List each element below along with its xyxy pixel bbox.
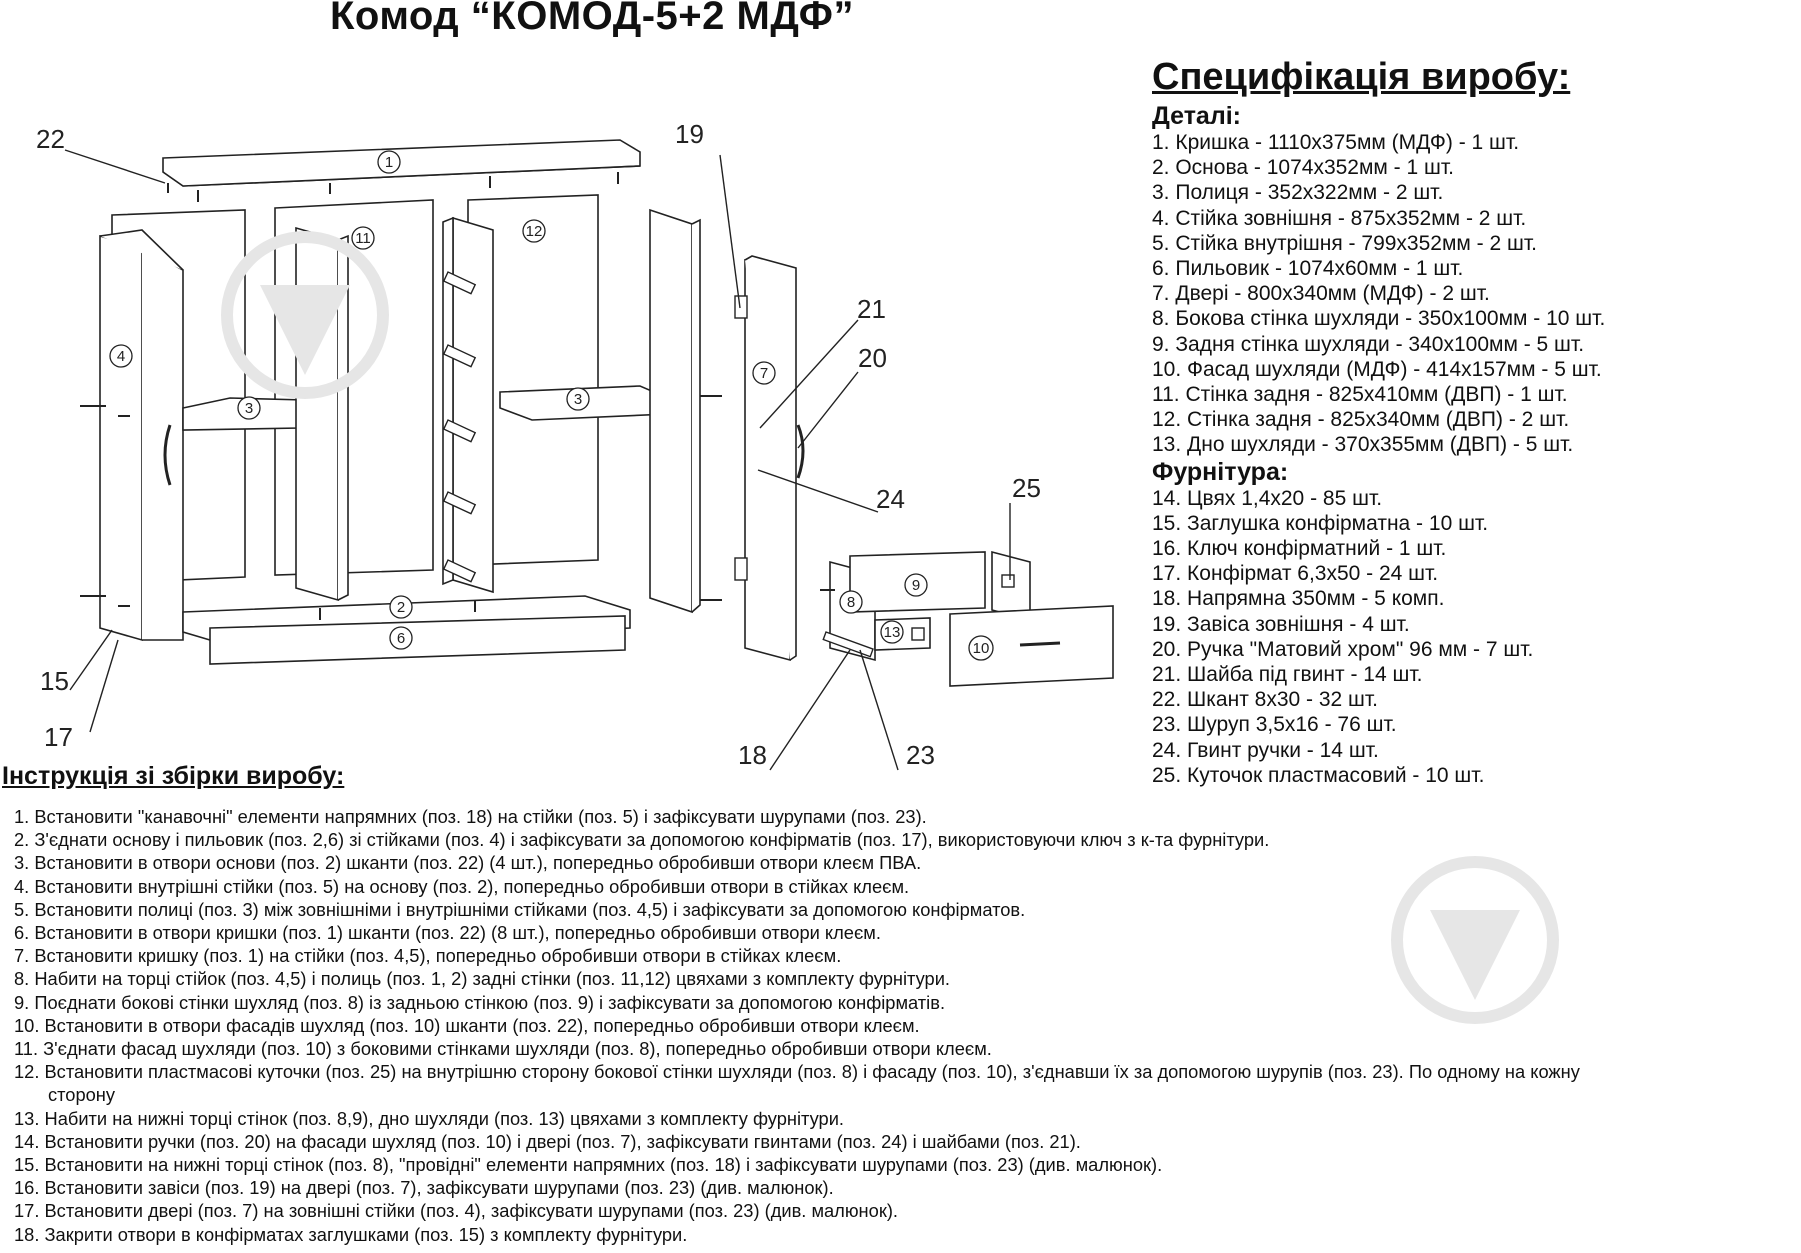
spec-part-item: 8. Бокова стінка шухляди - 350x100мм - 1… [1152,307,1606,331]
part-11-label: 11 [355,230,371,247]
part-9-label: 9 [912,577,920,594]
part-12-label: 12 [526,223,543,240]
spec-part-item: 2. Основа - 1074x352мм - 1 шт. [1152,156,1454,180]
instruction-step: 13. Набити на нижні торці стінок (поз. 8… [14,1107,845,1129]
spec-hardware-item: 22. Шкант 8x30 - 32 шт. [1152,688,1379,712]
spec-part-item: 13. Дно шухляди - 370x355мм (ДВП) - 5 шт… [1152,433,1574,457]
spec-hardware-item: 18. Напрямна 350мм - 5 комп. [1152,587,1445,611]
callout-21: 21 [857,294,886,324]
parts-heading: Деталі: [1152,102,1241,130]
instruction-step: 15. Встановити на нижні торці стінок (по… [14,1154,1163,1176]
spec-hardware-item: 17. Конфірмат 6,3x50 - 24 шт. [1152,562,1439,586]
instruction-step: 14. Встановити ручки (поз. 20) на фасади… [14,1130,1081,1152]
part-3-left-label: 3 [245,400,253,417]
spec-part-item: 5. Стійка внутрішня - 799x352мм - 2 шт. [1152,231,1537,255]
watermark-logo [221,231,389,399]
spec-part-item: 1. Кришка - 1110x375мм (МДФ) - 1 шт. [1152,131,1520,154]
part-6-label: 6 [397,630,405,647]
spec-hardware-item: 21. Шайба під гвинт - 14 шт. [1152,663,1423,687]
spec-hardware-item: 19. Завіса зовнішня - 4 шт. [1152,612,1410,636]
part-1-label: 1 [385,154,393,171]
instruction-step-continuation: сторону [48,1084,116,1106]
instruction-step: 17. Встановити двері (поз. 7) на зовнішн… [14,1200,898,1222]
assembly-drawing: 22 19 21 20 24 25 15 17 18 23 1 2 3 3 4 … [36,119,1114,771]
instruction-step: 1. Встановити "канавочні" елементи напря… [14,806,927,827]
spec-part-item: 7. Двері - 800x340мм (МДФ) - 2 шт. [1152,282,1490,306]
spec-hardware-item: 16. Ключ конфірматний - 1 шт. [1152,537,1447,561]
watermark-logo [1391,856,1559,1024]
instruction-step: 16. Встановити завіси (поз. 19) на двері… [14,1177,834,1199]
callout-20: 20 [858,343,887,373]
spec-list: Деталі: 1. Кришка - 1110x375мм (МДФ) - 1… [1152,102,1605,788]
spec-part-item: 11. Стінка задня - 825x410мм (ДВП) - 1 ш… [1152,383,1568,407]
spec-part-item: 6. Пильовик - 1074x60мм - 1 шт. [1152,257,1464,281]
callout-22: 22 [36,124,65,154]
instruction-step: 8. Набити на торці стійок (поз. 4,5) і п… [14,968,951,990]
spec-hardware-item: 25. Куточок пластмасовий - 10 шт. [1152,763,1485,787]
instruction-step: 11. З'єднати фасад шухляди (поз. 10) з б… [14,1038,992,1060]
spec-hardware-item: 23. Шуруп 3,5x16 - 76 шт. [1152,713,1397,737]
document-title: Комод “КОМОД-5+2 МДФ” [330,0,854,38]
instruction-step: 6. Встановити в отвори кришки (поз. 1) ш… [14,922,881,944]
callout-25: 25 [1012,473,1041,503]
callout-19: 19 [675,119,704,149]
spec-hardware-item: 24. Гвинт ручки - 14 шт. [1152,738,1379,762]
part-10-label: 10 [973,640,990,657]
part-8-label: 8 [847,594,855,611]
instruction-step: 7. Встановити кришку (поз. 1) на стійки … [14,945,842,967]
instruction-step: 12. Встановити пластмасові куточки (поз.… [14,1061,1580,1083]
callout-17: 17 [44,722,73,752]
callout-24: 24 [876,484,905,514]
spec-part-item: 3. Полиця - 352x322мм - 2 шт. [1152,181,1444,205]
spec-part-item: 9. Задня стінка шухляди - 340x100мм - 5 … [1152,332,1585,356]
instruction-step: 10. Встановити в отвори фасадів шухляд (… [14,1014,920,1036]
part-2-label: 2 [397,599,405,616]
spec-hardware-item: 20. Ручка "Матовий хром" 96 мм - 7 шт. [1152,637,1534,661]
part-13-label: 13 [884,624,901,641]
instruction-step: 5. Встановити полиці (поз. 3) між зовніш… [14,898,1026,920]
part-4-label: 4 [117,348,125,365]
spec-part-item: 12. Стінка задня - 825x340мм (ДВП) - 2 ш… [1152,408,1570,432]
callout-18: 18 [738,740,767,770]
instructions-list: 1. Встановити "канавочні" елементи напря… [14,805,1799,1246]
instruction-step: 2. З'єднати основу і пильовик (поз. 2,6)… [14,829,1270,851]
instruction-step: 18. Закрити отвори в конфірматах заглушк… [14,1223,688,1245]
part-3-right-label: 3 [574,391,582,408]
instruction-step: 3. Встановити в отвори основи (поз. 2) ш… [14,852,922,874]
part-7-label: 7 [760,365,768,382]
spec-hardware-item: 14. Цвях 1,4x20 - 85 шт. [1152,486,1383,510]
spec-part-item: 10. Фасад шухляди (МДФ) - 414x157мм - 5 … [1152,357,1602,381]
instructions-heading: Інструкція зі збірки виробу: [2,762,345,790]
instruction-step: 4. Встановити внутрішні стійки (поз. 5) … [14,875,910,897]
spec-hardware-item: 15. Заглушка конфірматна - 10 шт. [1152,511,1489,535]
spec-heading: Специфікація виробу: [1152,56,1571,98]
callout-15: 15 [40,666,69,696]
instruction-step: 9. Поєднати бокові стінки шухляд (поз. 8… [14,991,946,1013]
hardware-heading: Фурнітура: [1152,457,1289,486]
callout-23: 23 [906,740,935,770]
spec-part-item: 4. Стійка зовнішня - 875x352мм - 2 шт. [1152,206,1527,230]
